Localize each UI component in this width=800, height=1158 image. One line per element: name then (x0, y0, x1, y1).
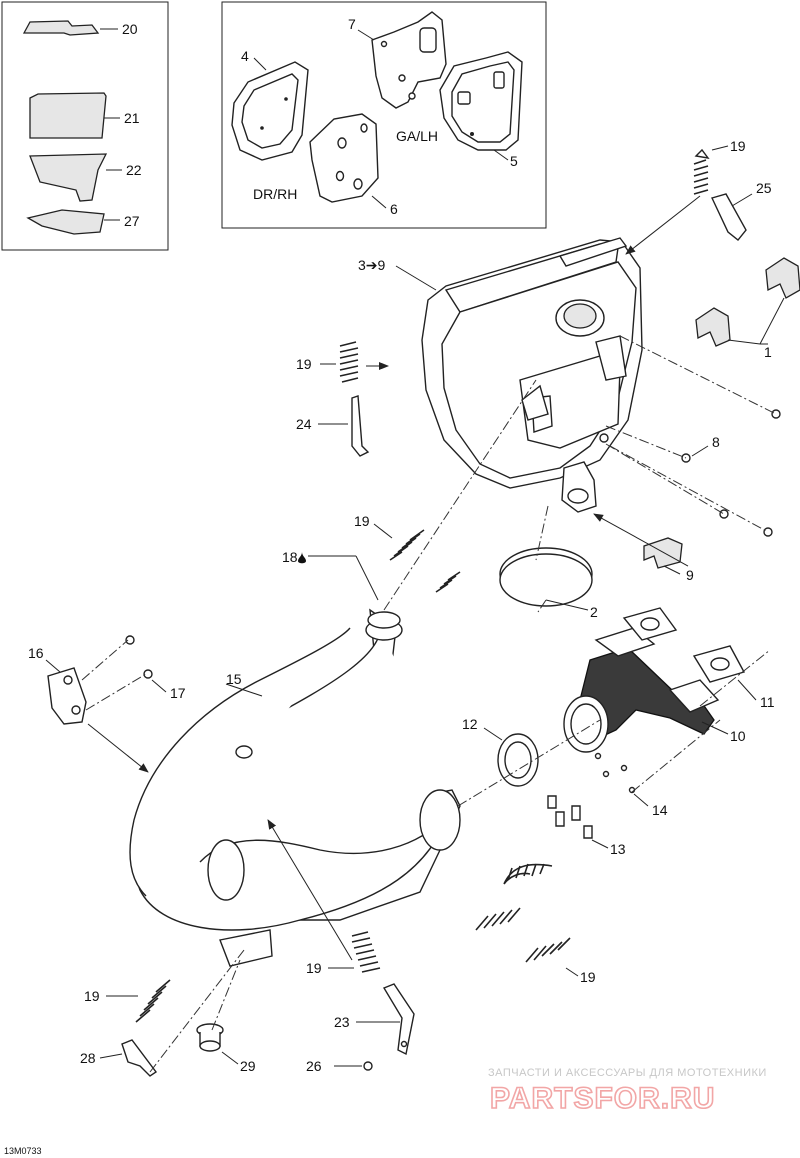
part-16-bracket (45, 659, 87, 725)
centerline-bolt-17a (81, 639, 129, 681)
watermark-tagline: ЗАПЧАСТИ И АКСЕССУАРЫ ДЛЯ МОТОТЕХНИКИ (488, 1067, 767, 1079)
callout-4: 4 (241, 48, 249, 64)
part-8-bolts (681, 409, 781, 537)
side-label-rh: DR/RH (253, 186, 297, 202)
centerline-gasket-pipe (537, 599, 547, 613)
part-28-bracket (99, 1039, 158, 1077)
drawing-code: 13M0733 (4, 1146, 42, 1156)
part-spring-small (435, 571, 461, 593)
callout-8: 8 (712, 434, 720, 450)
callout-28: 28 (80, 1050, 96, 1066)
callout-3-9: 3➔9 (358, 257, 386, 273)
callout-25: 25 (756, 180, 772, 196)
callout-23: 23 (334, 1014, 350, 1030)
oil-drop-icon (298, 552, 306, 564)
centerline-bolt-3 (609, 445, 769, 533)
part-15-tuned-pipe (129, 608, 461, 967)
callout-15: 15 (226, 671, 242, 687)
part-23-bracket (356, 983, 415, 1056)
callout-9: 9 (686, 567, 694, 583)
callout-17: 17 (170, 685, 186, 701)
centerline-pipe-manifold (457, 719, 601, 807)
part-20-shim (22, 20, 118, 36)
part-19-spring-muffler (320, 341, 359, 383)
callout-22: 22 (126, 162, 142, 178)
centerline-pipe-muffler (383, 379, 537, 611)
centerline-gasket-11 (699, 649, 771, 707)
callout-5: 5 (510, 153, 518, 169)
callout-26: 26 (306, 1058, 322, 1074)
callout-6: 6 (390, 201, 398, 217)
part-5-shield (439, 51, 523, 161)
centerline-bolt-2 (605, 425, 687, 459)
callout-29: 29 (240, 1058, 256, 1074)
part-19-spring-pipe (328, 931, 381, 973)
heat-shield-inset-box (221, 1, 547, 229)
part-13-bolts (547, 795, 609, 849)
part-19-spring-left (106, 979, 171, 1023)
part-10-manifold (563, 627, 729, 753)
part-19-springs-lower (475, 863, 579, 977)
centerline-dowel (631, 719, 721, 793)
callout-24: 24 (296, 416, 312, 432)
arrow-bracket-to-pipe (87, 723, 149, 773)
callout-12: 12 (462, 716, 478, 732)
part-9-clip (643, 537, 683, 575)
watermark-brand: PARTSFOR.RU (490, 1082, 715, 1115)
part-14-dowels (594, 752, 649, 807)
part-25-bracket (711, 193, 753, 241)
callout-7: 7 (348, 16, 356, 32)
callout-14: 14 (652, 802, 668, 818)
part-12-ring (483, 727, 539, 787)
centerline-grommet (211, 959, 241, 1031)
part-22-insulation (29, 153, 122, 202)
part-7-bracket (357, 11, 447, 109)
callout-11: 11 (760, 694, 775, 710)
part-1-bumpers (695, 257, 800, 347)
part-21-insulation (29, 92, 120, 139)
arrow-clip-to-muffler (593, 513, 689, 567)
callout-21: 21 (124, 110, 140, 126)
arrow-spring-to-muffler (625, 195, 701, 255)
callout-1: 1 (764, 344, 772, 360)
callout-10: 10 (730, 728, 746, 744)
side-label-lh: GA/LH (396, 128, 438, 144)
part-29-grommet (196, 1023, 239, 1065)
part-24-bracket (318, 395, 370, 457)
centerline-bracket-28 (149, 949, 245, 1073)
part-19-spring-center (373, 523, 425, 561)
callout-2: 2 (590, 604, 598, 620)
callout-19-lower-right: 19 (580, 969, 596, 985)
part-17-bolts (125, 635, 167, 693)
callout-13: 13 (610, 841, 626, 857)
part-26-screw (334, 1061, 373, 1071)
callout-19-center: 19 (354, 513, 370, 529)
part-19-spring-top (693, 145, 729, 195)
callout-19-muffler: 19 (296, 356, 312, 372)
arrow-spring-to-pipe (267, 819, 353, 961)
muffler-assembly (421, 237, 643, 513)
centerline-bolt-17b (85, 673, 147, 711)
callout-20: 20 (122, 21, 138, 37)
part-4-shield (231, 57, 309, 161)
part-6-shield (309, 113, 387, 209)
centerline-bolt-1 (619, 335, 777, 415)
decal-inset-box (1, 1, 169, 251)
part-11-gaskets (622, 607, 757, 701)
callout-19-top: 19 (730, 138, 746, 154)
callout-19-pipe: 19 (306, 960, 322, 976)
callout-27: 27 (124, 213, 140, 229)
centerline-bolt-4 (605, 443, 725, 515)
callout-19-left: 19 (84, 988, 100, 1004)
part-27-shield (26, 209, 120, 235)
callout-16: 16 (28, 645, 44, 661)
centerline-muffler-gasket (535, 505, 549, 561)
callout-18: 18 (282, 549, 298, 565)
